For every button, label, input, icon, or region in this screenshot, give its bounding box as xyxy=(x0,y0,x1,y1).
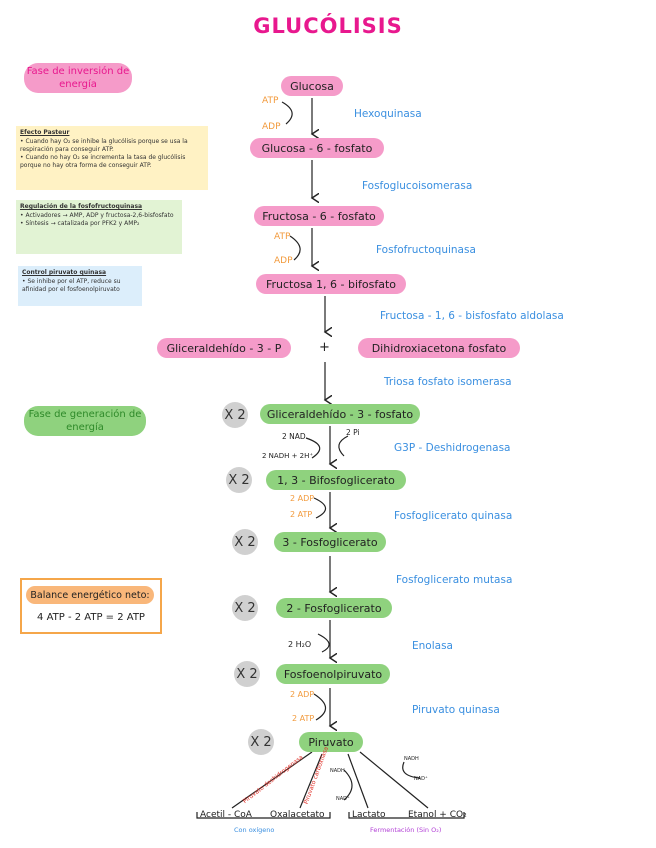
product-acetil-coa: Acetil - CoA xyxy=(200,810,252,820)
metabolite-2pg: 2 - Fosfoglicerato xyxy=(276,598,392,618)
metabolite-glucosa: Glucosa xyxy=(281,76,343,96)
cofactor-nad: 2 NAD xyxy=(282,432,306,441)
multiplier-badge: X 2 xyxy=(232,529,258,555)
note-pk-title: Control piruvato quinasa xyxy=(22,269,107,276)
balance-equation: 4 ATP - 2 ATP = 2 ATP xyxy=(37,612,145,623)
cofactor-atp: 2 ATP xyxy=(290,510,313,519)
enzyme-tpi: Triosa fosfato isomerasa xyxy=(384,376,512,388)
note-pasteur-line: • Cuando hay O₂ se inhibe la glucólisis … xyxy=(20,138,188,153)
page-title: GLUCÓLISIS xyxy=(253,14,403,38)
product-lactato: Lactato xyxy=(352,810,386,820)
balance-box: Balance energético neto: 4 ATP - 2 ATP =… xyxy=(20,578,162,634)
enzyme-fosfoglicerato-quinasa: Fosfoglicerato quinasa xyxy=(394,510,513,522)
enzyme-enolasa: Enolasa xyxy=(412,640,453,652)
multiplier-badge: X 2 xyxy=(232,595,258,621)
cofactor-nadh: NADH xyxy=(404,756,419,762)
enzyme-fosfoglicerato-mutasa: Fosfoglicerato mutasa xyxy=(396,574,513,586)
balance-title: Balance energético neto: xyxy=(26,586,154,604)
cofactor-atp: 2 ATP xyxy=(292,714,315,723)
cofactor-pi: 2 Pi xyxy=(346,428,360,437)
multiplier-badge: X 2 xyxy=(234,661,260,687)
cofactor-nad: NAD⁺ xyxy=(336,796,350,802)
enzyme-g3p-deshidrogenasa: G3P - Deshidrogenasa xyxy=(394,442,511,454)
cofactor-nadh: NADH xyxy=(330,768,345,774)
phase-generation: Fase de generación de energía xyxy=(24,406,146,436)
cofactor-atp: ATP xyxy=(274,232,291,242)
note-pasteur-line: • Cuando no hay O₂ se incrementa la tasa… xyxy=(20,154,186,169)
metabolite-f16bp: Fructosa 1, 6 - bifosfato xyxy=(256,274,406,294)
metabolite-bpg: 1, 3 - Bifosfoglicerato xyxy=(266,470,406,490)
label-con-oxigeno: Con oxígeno xyxy=(234,826,275,834)
cofactor-atp: ATP xyxy=(262,96,279,106)
enzyme-aldolasa: Fructosa - 1, 6 - bisfosfato aldolasa xyxy=(380,310,564,322)
enzyme-fosfofructoquinasa: Fosfofructoquinasa xyxy=(376,244,476,256)
phase-investment: Fase de inversión de energía xyxy=(24,63,132,93)
cofactor-adp: ADP xyxy=(262,122,281,132)
plus-sign: + xyxy=(319,340,330,355)
enzyme-fosfoglucoisomerasa: Fosfoglucoisomerasa xyxy=(362,180,473,192)
cofactor-h2o: 2 H₂O xyxy=(288,640,312,649)
multiplier-badge: X 2 xyxy=(248,729,274,755)
metabolite-3pg: 3 - Fosfoglicerato xyxy=(274,532,386,552)
note-pfk-line: • Síntesis → catalizada por PFK2 y AMP₂ xyxy=(20,220,140,227)
note-pfk-title: Regulación de la fosfofructoquinasa xyxy=(20,203,143,210)
note-pasteur: Efecto Pasteur • Cuando hay O₂ se inhibe… xyxy=(16,126,208,190)
note-pasteur-title: Efecto Pasteur xyxy=(20,129,70,136)
enzyme-hexoquinasa: Hexoquinasa xyxy=(354,108,422,120)
cofactor-adp: 2 ADP xyxy=(290,690,315,699)
product-oxalacetato: Oxalacetato xyxy=(270,810,325,820)
metabolite-piruvato: Piruvato xyxy=(299,732,363,752)
cofactor-adp: ADP xyxy=(274,256,293,266)
label-fermentacion: Fermentación (Sin O₂) xyxy=(370,826,442,834)
metabolite-gap2: Gliceraldehído - 3 - fosfato xyxy=(260,404,420,424)
metabolite-g6p: Glucosa - 6 - fosfato xyxy=(250,138,384,158)
note-pfk: Regulación de la fosfofructoquinasa • Ac… xyxy=(16,200,182,254)
metabolite-pep: Fosfoenolpiruvato xyxy=(276,664,390,684)
cofactor-nad: NAD⁺ xyxy=(414,776,428,782)
note-pk: Control piruvato quinasa • Se inhibe por… xyxy=(18,266,142,306)
product-etanol-co2: Etanol + CO₂ xyxy=(408,810,467,820)
note-pfk-line: • Activadores → AMP, ADP y fructosa-2,6-… xyxy=(20,212,174,219)
multiplier-badge: X 2 xyxy=(222,402,248,428)
cofactor-nadh: 2 NADH + 2H⁺ xyxy=(262,452,314,460)
metabolite-gap: Gliceraldehído - 3 - P xyxy=(157,338,291,358)
multiplier-badge: X 2 xyxy=(226,467,252,493)
metabolite-dhap: Dihidroxiacetona fosfato xyxy=(358,338,520,358)
note-pk-line: • Se inhibe por el ATP, reduce su afinid… xyxy=(22,278,121,293)
enzyme-piruvato-quinasa: Piruvato quinasa xyxy=(412,704,500,716)
metabolite-f6p: Fructosa - 6 - fosfato xyxy=(254,206,384,226)
cofactor-adp: 2 ADP xyxy=(290,494,315,503)
